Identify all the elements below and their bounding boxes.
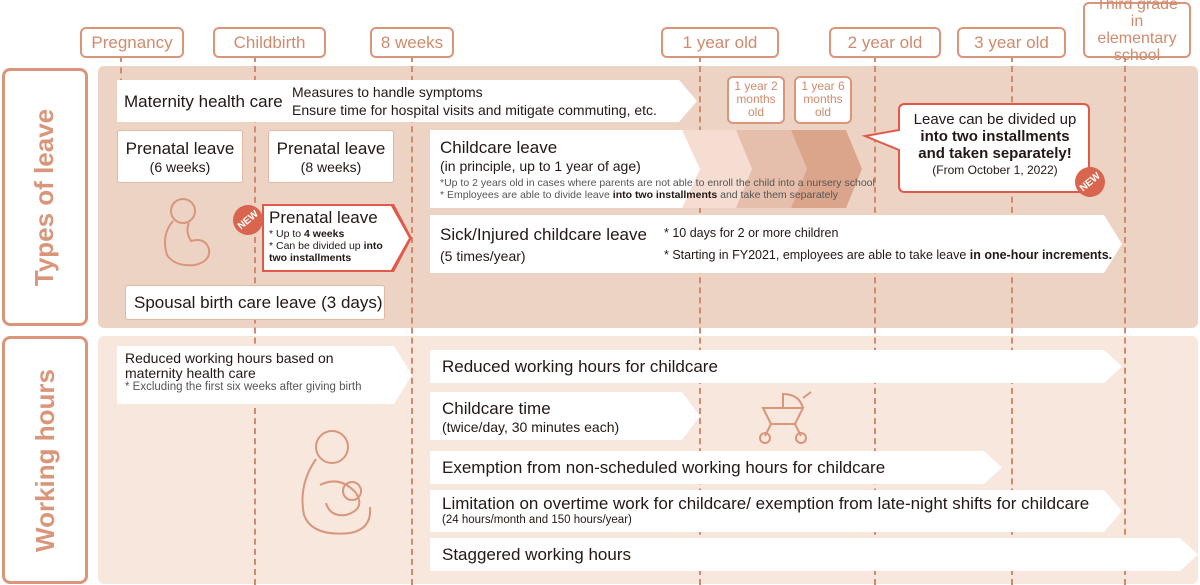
prenatal6-sub: (6 weeks): [149, 159, 211, 175]
timeline-line-pregnancy: [120, 56, 122, 96]
milestone-3-year: 3 year old: [957, 27, 1066, 58]
callout-text: Leave can be divided up into two install…: [913, 111, 1077, 177]
childcare-sub: (in principle, up to 1 year of age): [440, 158, 641, 174]
prenatal-leave-6-weeks: Prenatal leave (6 weeks): [117, 130, 243, 183]
timeline-line-1year: [699, 56, 701, 585]
milestone-third-grade: Third grade in elementary school: [1083, 0, 1191, 64]
childcare-time-sub: (twice/day, 30 minutes each): [442, 419, 620, 435]
callout-balloon: [861, 103, 1090, 193]
overtime-limitation-arrow: Limitation on overtime work for childcar…: [430, 490, 1122, 532]
prenatal8-sub: (8 weeks): [300, 159, 362, 175]
prenatal-leave-8-weeks: Prenatal leave (8 weeks): [268, 130, 394, 183]
timeline-line-third-grade: [1124, 56, 1126, 585]
prenatal-new-note1: * Up to 4 weeks: [269, 228, 345, 240]
childcare-title: Childcare leave: [440, 138, 558, 157]
spousal-birth-care-leave: Spousal birth care leave (3 days): [125, 285, 385, 320]
pregnant-woman-icon: [164, 198, 211, 267]
childcare-note1: *Up to 2 years old in cases where parent…: [440, 177, 875, 189]
sick-sub: (5 times/year): [440, 248, 526, 264]
breastfeeding-mother-icon: [301, 430, 372, 535]
sick-title: Sick/Injured childcare leave: [440, 225, 647, 244]
limitation-title: Limitation on overtime work for childcar…: [442, 494, 1090, 513]
prenatal-new-title: Prenatal leave: [269, 208, 378, 227]
milestone-childbirth: Childbirth: [213, 27, 326, 58]
maternity-title: Maternity health care: [124, 92, 283, 111]
timeline-line-8weeks: [411, 56, 413, 585]
reduced-hours-maternity-arrow: Reduced working hours based on maternity…: [117, 346, 412, 404]
limitation-sub: (24 hours/month and 150 hours/year): [442, 514, 632, 526]
childcare-time-title: Childcare time: [442, 399, 551, 418]
stroller-icon: [759, 391, 812, 444]
section-working-hours: Working hours: [2, 336, 88, 584]
childcare-leave-arrow: [430, 130, 700, 208]
sick-note1: * 10 days for 2 or more children: [664, 226, 839, 240]
timeline-line-2year: [874, 56, 876, 585]
prenatal8-title: Prenatal leave: [276, 139, 386, 158]
prenatal6-title: Prenatal leave: [125, 139, 235, 158]
childcare-time-arrow: Childcare time (twice/day, 30 minutes ea…: [430, 392, 700, 440]
exemption-arrow: Exemption from non-scheduled working hou…: [430, 451, 1002, 484]
childcare-note2: * Employees are able to divide leave int…: [440, 189, 839, 201]
milestone-8-weeks: 8 weeks: [370, 27, 454, 58]
milestone-pregnancy: Pregnancy: [80, 27, 184, 58]
sick-childcare-leave-arrow: Sick/Injured childcare leave (5 times/ye…: [430, 215, 1122, 273]
childcare-leave-text: Childcare leave (in principle, up to 1 y…: [440, 138, 880, 201]
milestone-1y6m: 1 year 6 months old: [794, 76, 852, 124]
maternity-line1: Measures to handle symptoms: [292, 84, 483, 100]
timeline-line-childbirth: [254, 56, 256, 585]
milestone-2-year: 2 year old: [829, 27, 941, 58]
timeline-line-3year: [1011, 56, 1013, 585]
section-types-of-leave: Types of leave: [2, 68, 88, 326]
milestone-1-year: 1 year old: [661, 27, 779, 58]
reduced-maternity-note: * Excluding the first six weeks after gi…: [125, 381, 362, 393]
maternity-line2: Ensure time for hospital visits and miti…: [292, 102, 657, 118]
prenatal-new-note2: * Can be divided up into two installment…: [269, 240, 383, 264]
reduced-hours-childcare-arrow: Reduced working hours for childcare: [430, 350, 1122, 383]
milestone-1y2m: 1 year 2 months old: [727, 76, 785, 124]
sick-note2: * Starting in FY2021, employees are able…: [664, 248, 1113, 262]
maternity-health-care-arrow: Maternity health care Measures to handle…: [117, 80, 697, 122]
reduced-maternity-text: Reduced working hours based on maternity…: [125, 350, 334, 381]
staggered-hours-arrow: Staggered working hours: [430, 538, 1198, 571]
